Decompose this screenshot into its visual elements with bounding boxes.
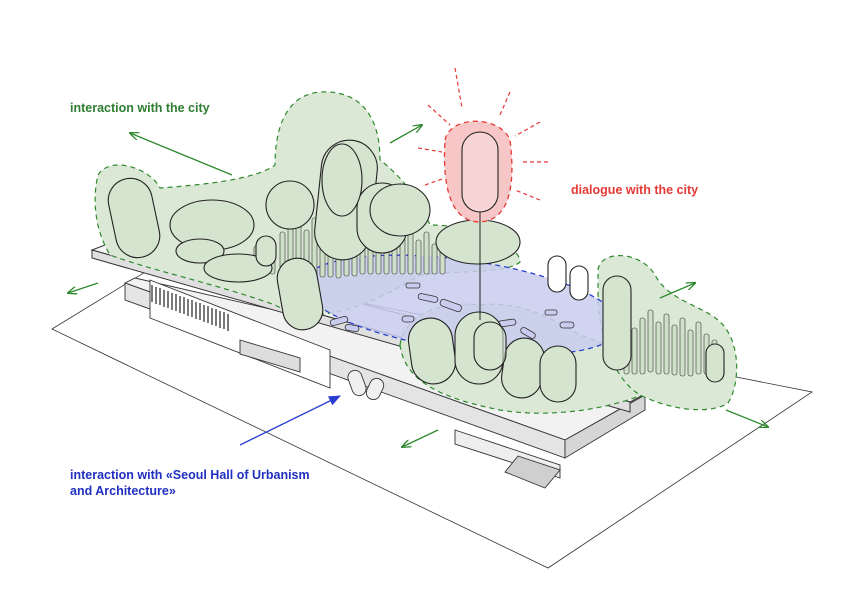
label-hall-line1: interaction with «Seoul Hall of Urbanism — [70, 468, 310, 482]
stepping-stones — [329, 282, 575, 339]
ground-plane — [51, 262, 814, 569]
green-arrows — [68, 125, 768, 447]
label-interaction-with-city: interaction with the city — [70, 101, 210, 115]
red-beacon — [417, 67, 548, 320]
hanging-pods — [347, 369, 385, 401]
label-hall-line2: and Architecture» — [70, 484, 176, 498]
pods-left — [107, 139, 521, 331]
blue-arrow — [239, 395, 341, 446]
pods-right — [547, 255, 725, 383]
pods-bottom — [407, 311, 577, 403]
facade-louvres — [151, 285, 229, 331]
label-dialogue-with-city: dialogue with the city — [571, 183, 699, 197]
label-interaction-with-hall: interaction with «Seoul Hall of Urbanism… — [70, 467, 310, 499]
